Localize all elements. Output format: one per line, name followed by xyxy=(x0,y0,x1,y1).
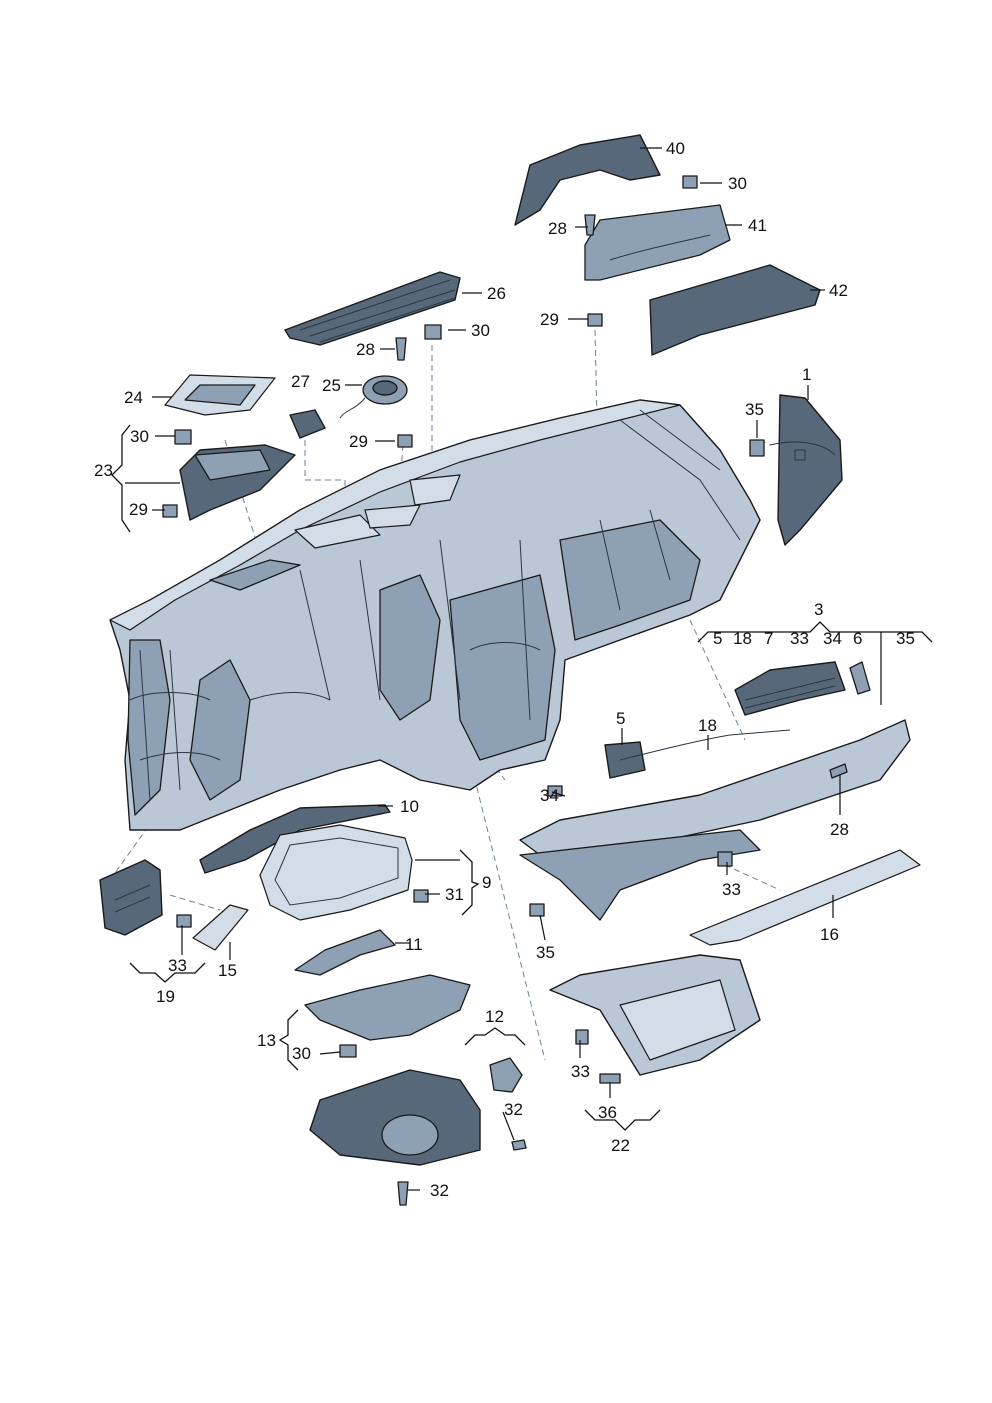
callout-30: 30 xyxy=(130,427,149,446)
callout-11: 11 xyxy=(405,935,423,954)
callout-30: 30 xyxy=(292,1044,311,1063)
callout-labels: 40 30 28 41 42 26 29 30 28 27 25 1 24 35… xyxy=(94,139,915,1200)
callout-9: 9 xyxy=(482,873,491,892)
part-13-column-cover-upper xyxy=(304,974,471,1041)
callout-6: 6 xyxy=(853,629,862,648)
callout-42: 42 xyxy=(829,281,848,300)
callout-26: 26 xyxy=(487,284,506,303)
callout-34: 34 xyxy=(540,786,559,805)
callout-33: 33 xyxy=(722,880,741,899)
part-18-wiring xyxy=(619,729,791,761)
part-19-side-vent xyxy=(99,859,163,936)
part-40-display-cover xyxy=(514,134,661,226)
part-22-display-bezel xyxy=(549,954,761,1076)
callout-30: 30 xyxy=(728,174,747,193)
callout-29: 29 xyxy=(129,500,148,519)
part-26-speaker-grille xyxy=(284,271,461,346)
callout-10: 10 xyxy=(400,797,419,816)
callout-28: 28 xyxy=(548,219,567,238)
callout-29: 29 xyxy=(540,310,559,329)
part-13-column-cover-lower xyxy=(309,1069,481,1166)
part-42-display-screen xyxy=(649,264,821,356)
part-41-display-bracket xyxy=(584,204,731,281)
callout-12: 12 xyxy=(485,1007,504,1026)
callout-18: 18 xyxy=(698,716,717,735)
callout-15: 15 xyxy=(218,961,237,980)
callout-34: 34 xyxy=(823,629,842,648)
callout-19: 19 xyxy=(156,987,175,1006)
callout-22: 22 xyxy=(611,1136,630,1155)
part-10-trim-strip xyxy=(199,804,391,874)
part-23-storage-compartment xyxy=(179,444,296,521)
callout-5: 5 xyxy=(616,709,625,728)
callout-33: 33 xyxy=(571,1062,590,1081)
leader-lines xyxy=(125,147,882,1191)
fastener-screws xyxy=(395,214,848,1206)
part-27-switch-module xyxy=(289,409,326,439)
part-35-center-vent-carrier xyxy=(519,719,911,921)
callout-1: 1 xyxy=(802,365,811,384)
part-9-instrument-cluster-housing xyxy=(259,824,413,921)
callout-28: 28 xyxy=(830,820,849,839)
part-5-vent-cap xyxy=(604,741,646,779)
callout-33: 33 xyxy=(790,629,809,648)
callout-33: 33 xyxy=(168,956,187,975)
callout-32: 32 xyxy=(504,1100,523,1119)
callout-30: 30 xyxy=(471,321,490,340)
part-6-clip xyxy=(849,661,871,695)
part-24-trim-frame xyxy=(164,374,276,416)
callout-3: 3 xyxy=(814,600,823,619)
callout-32: 32 xyxy=(430,1181,449,1200)
group-brackets xyxy=(111,424,933,1131)
part-25-speaker xyxy=(339,375,408,419)
part-12-bracket xyxy=(489,1057,523,1093)
callout-16: 16 xyxy=(820,925,839,944)
callout-35: 35 xyxy=(536,943,555,962)
callout-29: 29 xyxy=(349,432,368,451)
part-16-trim-strip xyxy=(689,849,921,946)
callout-36: 36 xyxy=(598,1103,617,1122)
part-1-side-cover xyxy=(769,394,843,546)
part-7-air-vent xyxy=(734,661,846,716)
callout-25: 25 xyxy=(322,376,341,395)
callout-13: 13 xyxy=(257,1031,276,1050)
callout-7: 7 xyxy=(764,629,773,648)
callout-35: 35 xyxy=(896,629,915,648)
callout-40: 40 xyxy=(666,139,685,158)
callout-27: 27 xyxy=(291,372,310,391)
part-15-panel xyxy=(192,904,249,951)
callout-24: 24 xyxy=(124,388,143,407)
dashboard-main-carrier xyxy=(109,399,761,831)
callout-31: 31 xyxy=(445,885,464,904)
part-11-cover xyxy=(294,929,396,976)
callout-41: 41 xyxy=(748,216,767,235)
callout-23: 23 xyxy=(94,461,113,480)
callout-18: 18 xyxy=(733,629,752,648)
callout-5: 5 xyxy=(713,629,722,648)
callout-35: 35 xyxy=(745,400,764,419)
fastener-clips xyxy=(162,175,765,1084)
callout-28: 28 xyxy=(356,340,375,359)
